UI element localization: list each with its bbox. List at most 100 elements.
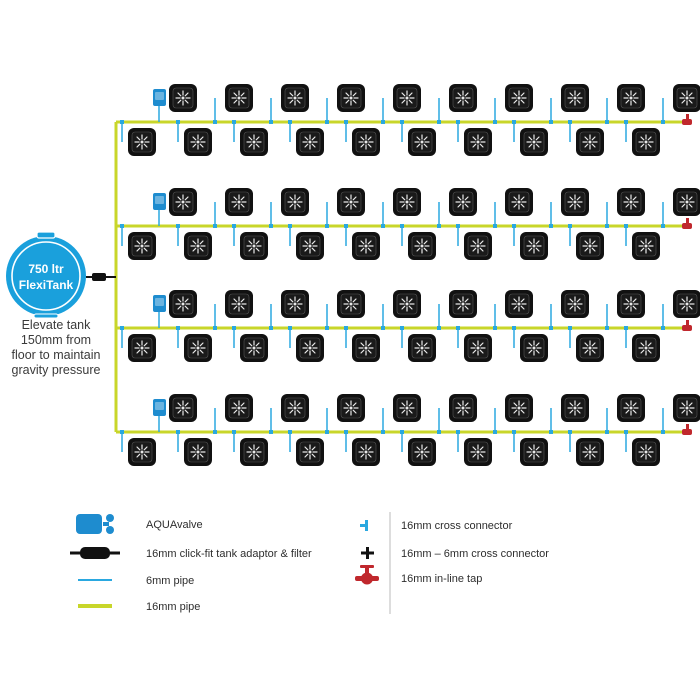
pot: [400, 224, 437, 261]
pot: [232, 430, 269, 467]
pot: [624, 430, 661, 467]
pot: [344, 430, 381, 467]
pot: [344, 224, 381, 261]
pot-group: [116, 393, 700, 467]
pot: [624, 326, 661, 363]
note-line-4: gravity pressure: [11, 363, 101, 377]
pot: [381, 83, 422, 124]
pot: [269, 289, 310, 330]
pot: [624, 120, 661, 157]
inline-tap-icon: [682, 114, 692, 125]
pot: [213, 289, 254, 330]
legend-aquavalve-label: AQUAvalve: [146, 519, 203, 531]
pot: [213, 83, 254, 124]
pot: [456, 326, 493, 363]
pot: [400, 120, 437, 157]
pot: [288, 120, 325, 157]
note-line-2: 150mm from: [20, 333, 92, 347]
pot: [288, 430, 325, 467]
pot: [568, 430, 605, 467]
16mm-cross-connector-icon: [360, 520, 368, 531]
pot: [605, 83, 646, 124]
pot: [493, 187, 534, 228]
pot: [120, 430, 157, 467]
pot: [512, 120, 549, 157]
pot: [661, 187, 700, 228]
legend: AQUAvalve 16mm click-fit tank adaptor & …: [70, 512, 549, 614]
elevate-tank-note: Elevate tank 150mm from floor to maintai…: [0, 318, 112, 378]
pot: [549, 393, 590, 434]
pot: [325, 393, 366, 434]
pot: [288, 224, 325, 261]
inline-tap-icon: [355, 565, 379, 585]
pot: [661, 393, 700, 434]
pot: [269, 393, 310, 434]
pot: [120, 326, 157, 363]
legend-cross-connector-6mm-label: 16mm – 6mm cross connector: [401, 548, 549, 560]
pot: [176, 224, 213, 261]
pot: [213, 393, 254, 434]
pot: [512, 224, 549, 261]
pot: [437, 393, 478, 434]
pot: [168, 393, 198, 423]
pot: [512, 430, 549, 467]
pot: [325, 83, 366, 124]
pot: [549, 187, 590, 228]
pot: [456, 120, 493, 157]
pot: [493, 289, 534, 330]
pot: [288, 326, 325, 363]
pot: [605, 393, 646, 434]
pot: [344, 120, 381, 157]
legend-inline-tap-label: 16mm in-line tap: [401, 573, 482, 585]
pot: [168, 289, 198, 319]
pot: [381, 187, 422, 228]
pot: [605, 187, 646, 228]
aquavalve-icon: [76, 514, 114, 534]
pot: [437, 83, 478, 124]
pot: [549, 289, 590, 330]
pot: [232, 326, 269, 363]
pot: [381, 289, 422, 330]
pot: [325, 289, 366, 330]
pot: [493, 83, 534, 124]
pot: [269, 187, 310, 228]
pot: [168, 83, 198, 113]
pot: [381, 393, 422, 434]
legend-6mm-pipe-label: 6mm pipe: [146, 575, 194, 587]
pot: [344, 326, 381, 363]
pot: [120, 224, 157, 261]
pot-group: [116, 289, 700, 363]
aquavalve-icon: [153, 193, 166, 226]
inline-tap-icon: [682, 218, 692, 229]
legend-cross-connector-label: 16mm cross connector: [401, 520, 513, 532]
note-line-3: floor to maintain: [11, 348, 101, 362]
pot: [605, 289, 646, 330]
pot: [269, 83, 310, 124]
pot: [437, 187, 478, 228]
tank-adaptor-filter: [86, 273, 116, 281]
pot: [325, 187, 366, 228]
pot: [232, 224, 269, 261]
inline-tap-icon: [682, 320, 692, 331]
inline-tap-icon: [682, 424, 692, 435]
pot: [176, 120, 213, 157]
pot: [176, 430, 213, 467]
pot: [120, 120, 157, 157]
note-line-1: Elevate tank: [21, 318, 91, 332]
pot: [624, 224, 661, 261]
pot: [493, 393, 534, 434]
pot: [232, 120, 269, 157]
pot-group: [116, 187, 700, 261]
aquavalve-icon: [153, 89, 166, 122]
pot: [437, 289, 478, 330]
pot: [568, 224, 605, 261]
flexitank: 750 ltr FlexiTank: [6, 231, 86, 319]
tank-label-line1: 750 ltr: [28, 262, 64, 276]
pot: [549, 83, 590, 124]
pot: [568, 120, 605, 157]
16mm-6mm-cross-connector-icon: [361, 547, 374, 559]
pot: [176, 326, 213, 363]
tank-label-line2: FlexiTank: [19, 278, 74, 292]
pot: [400, 430, 437, 467]
